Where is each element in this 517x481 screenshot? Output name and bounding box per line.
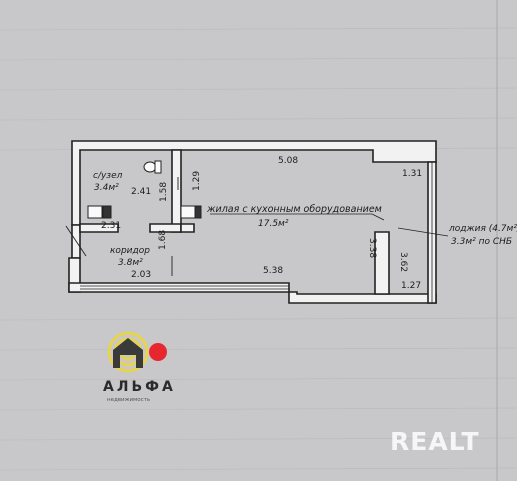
alfa-logo-tagline: недвижимость bbox=[107, 397, 150, 403]
fixtures bbox=[87, 160, 202, 219]
dim-bath-height: 1.58 bbox=[159, 182, 169, 202]
corridor-wall-top bbox=[180, 223, 195, 233]
alfa-logo: АЛЬФА недвижимость bbox=[103, 331, 176, 403]
toilet-tank bbox=[154, 160, 162, 174]
dim-corridor-height: 1.68 bbox=[158, 230, 168, 250]
shower-fixture bbox=[102, 205, 112, 219]
dim-corridor-width: 2.03 bbox=[131, 270, 151, 280]
bathroom-area: 3.4м² bbox=[94, 183, 119, 193]
bath-wall-bottom bbox=[79, 223, 119, 233]
dim-room-depth: 3.38 bbox=[367, 238, 377, 258]
loggia-area: 3.3м² по СНБ bbox=[451, 237, 512, 247]
doors bbox=[65, 177, 179, 276]
dim-bath-width: 2.41 bbox=[131, 187, 151, 197]
living-name: жилая с кухонным оборудованием bbox=[206, 204, 382, 215]
dim-bath-side: 1.29 bbox=[192, 171, 202, 191]
corridor-name: коридор bbox=[110, 246, 150, 256]
alfa-logo-name: АЛЬФА bbox=[103, 379, 176, 395]
dim-loggia-height: 3.62 bbox=[398, 252, 408, 272]
bath-wall-right bbox=[171, 149, 182, 233]
loggia-name: лоджия (4.7м²) bbox=[448, 224, 517, 234]
sink-fixture bbox=[87, 205, 103, 219]
toilet-fixture bbox=[143, 161, 157, 173]
kitchen-stove-fixture bbox=[194, 205, 202, 219]
bathroom-name: с/узел bbox=[93, 171, 123, 181]
realt-watermark: REALT bbox=[390, 427, 480, 456]
walls bbox=[68, 140, 437, 304]
corridor-area: 3.8м² bbox=[118, 258, 143, 268]
living-area: 17.5м² bbox=[258, 219, 289, 229]
dim-loggia-bottom: 1.27 bbox=[401, 281, 421, 291]
dim-bottom-length: 5.38 bbox=[263, 266, 283, 276]
leader-lines bbox=[210, 213, 449, 237]
loggia-divider-wall bbox=[374, 231, 390, 295]
dim-top-length: 5.08 bbox=[278, 156, 298, 166]
dim-bath-bottom: 2.31 bbox=[101, 221, 121, 231]
alfa-logo-icon bbox=[107, 331, 167, 373]
kitchen-sink-fixture bbox=[180, 205, 196, 219]
dim-loggia-top: 1.31 bbox=[402, 169, 422, 179]
window-lines bbox=[80, 161, 433, 303]
ruled-lines bbox=[0, 27, 517, 471]
